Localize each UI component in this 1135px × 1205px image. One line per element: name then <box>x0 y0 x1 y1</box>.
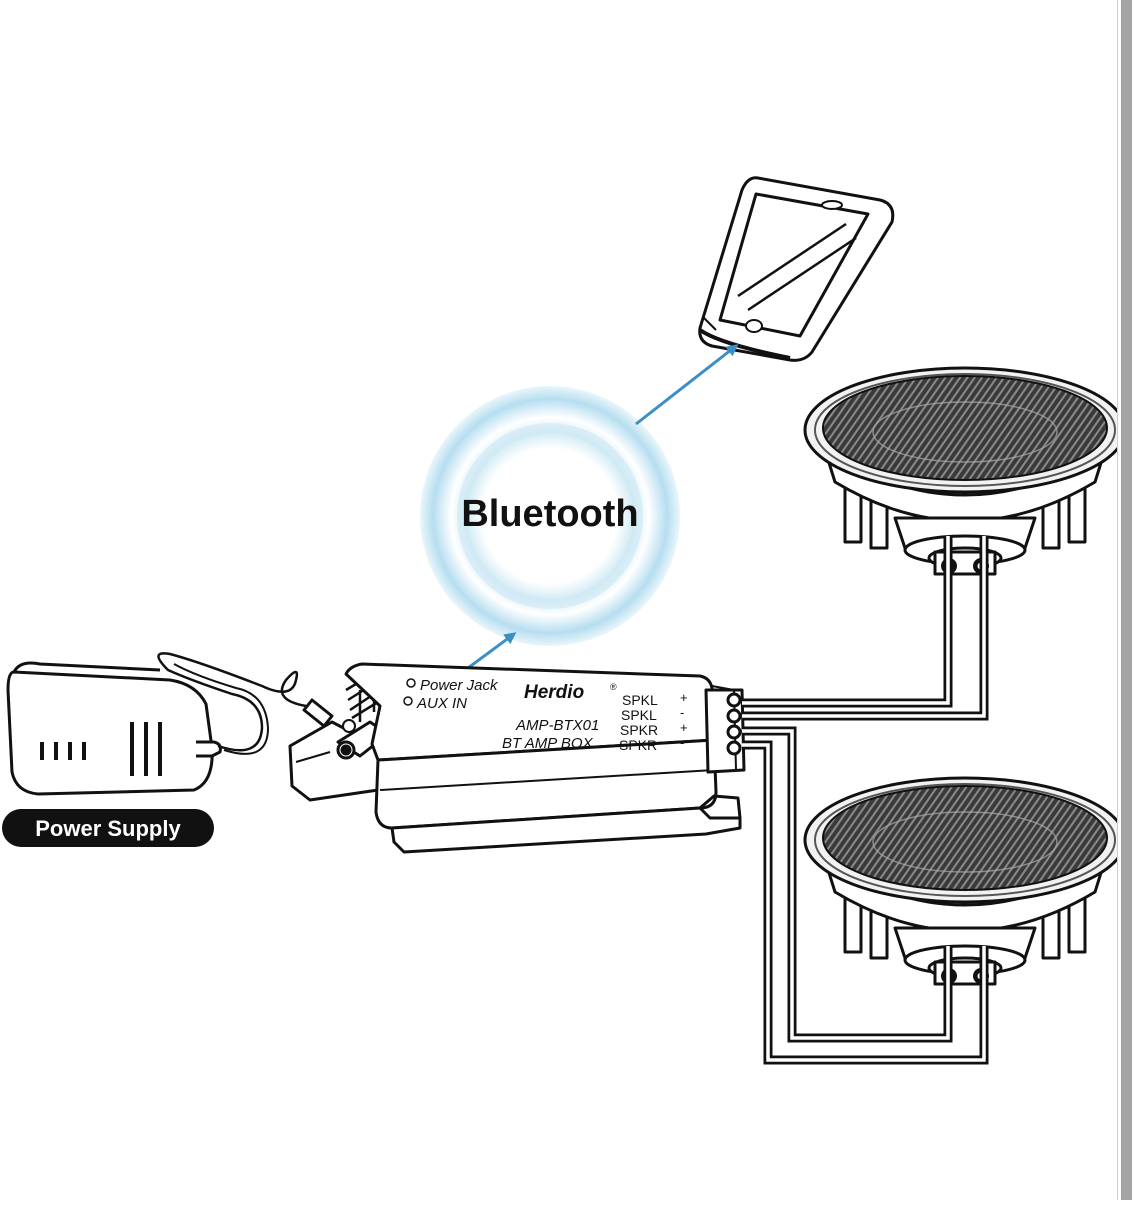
brand-label: Herdio <box>524 682 584 703</box>
power-supply-badge: Power Supply <box>2 809 214 847</box>
power-adapter-icon <box>8 653 332 794</box>
aux-in-label: AUX IN <box>416 695 467 712</box>
speaker-grille <box>823 376 1107 480</box>
model-label: AMP-BTX01 <box>515 717 599 734</box>
bluetooth-badge: Bluetooth <box>420 386 680 646</box>
arrow-bluetooth-to-phone <box>636 346 736 424</box>
amplifier-box <box>290 664 744 852</box>
power-supply-label: Power Supply <box>35 816 181 841</box>
smartphone-icon <box>700 178 893 361</box>
scrollbar-track[interactable] <box>1117 0 1135 1200</box>
terminal-sign-0: + <box>680 690 688 705</box>
terminal-name-1: SPKL <box>621 707 657 723</box>
terminal-sign-1: - <box>680 705 684 720</box>
product-name-label: BT AMP BOX <box>502 735 594 752</box>
brand-mark: ® <box>610 682 617 692</box>
terminal-name-3: SPKR <box>619 737 657 753</box>
speaker-grille <box>823 786 1107 890</box>
terminal-name-2: SPKR <box>620 722 658 738</box>
terminal-sign-2: + <box>680 720 688 735</box>
arrow-amp-to-bluetooth <box>468 634 514 668</box>
terminal-name-0: SPKL <box>622 692 658 708</box>
power-jack-label: Power Jack <box>420 677 499 694</box>
terminal-sign-3: - <box>680 735 684 750</box>
ceiling-speaker-bottom <box>805 778 1125 984</box>
bluetooth-label: Bluetooth <box>461 493 638 535</box>
ceiling-speaker-top <box>805 368 1125 574</box>
wire-spkl-positive <box>742 536 948 703</box>
scrollbar-thumb[interactable] <box>1121 0 1132 1200</box>
